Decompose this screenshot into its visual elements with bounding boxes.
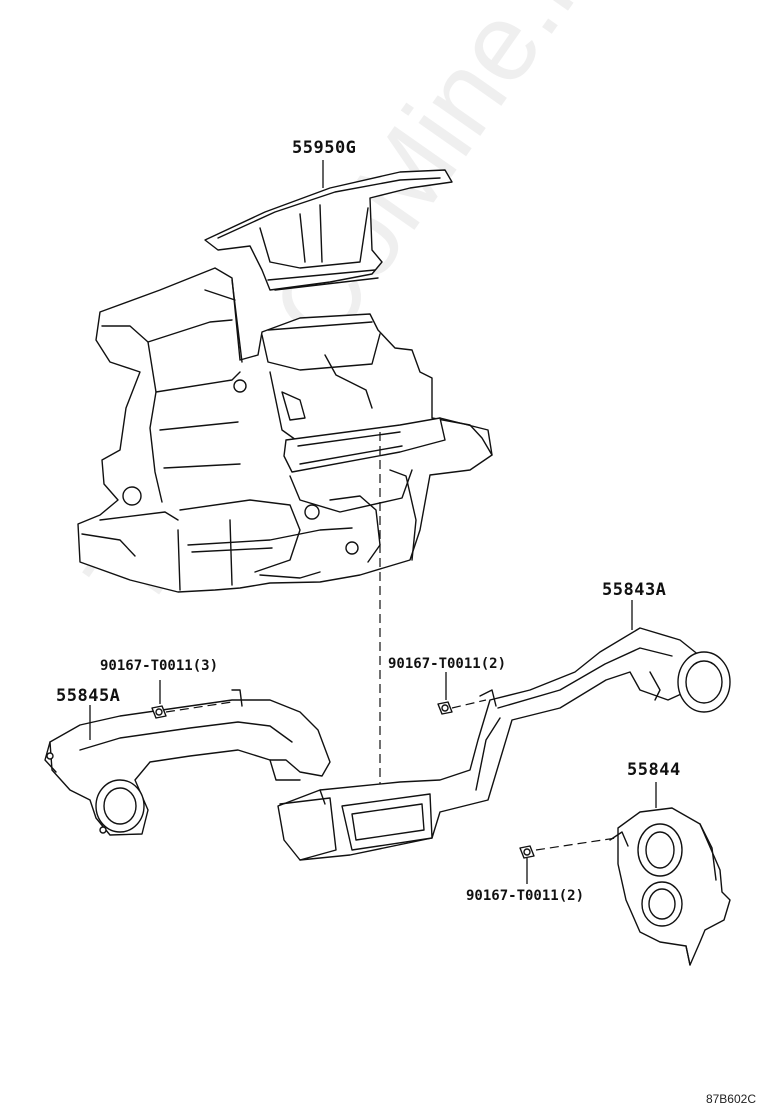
- bolt-center-drawing: [437, 701, 453, 715]
- bolt-lower-guide: [535, 837, 617, 851]
- label-bolt-center: 90167-T0011(2): [388, 656, 507, 672]
- heater-unit-drawing: [77, 267, 493, 593]
- bolt-left-drawing: [151, 705, 167, 719]
- rear-duct-left-drawing: [44, 689, 331, 836]
- bolt-center-guide: [451, 699, 487, 709]
- bolt-lower-drawing: [519, 845, 535, 859]
- label-duct-cover: 55844: [627, 760, 681, 780]
- bolt-left-guide: [165, 701, 233, 713]
- label-rear-duct-right: 55843A: [602, 580, 667, 600]
- label-bolt-lower: 90167-T0011(2): [466, 888, 585, 904]
- label-defroster-nozzle: 55950G: [292, 138, 357, 158]
- diagram-code: 87B602C: [705, 1092, 756, 1106]
- label-rear-duct-left: 55845A: [56, 686, 121, 706]
- rear-duct-right-drawing: [277, 627, 731, 861]
- defroster-nozzle-drawing: [204, 169, 453, 291]
- duct-cover-drawing: [609, 807, 731, 966]
- label-bolt-left: 90167-T0011(3): [100, 658, 219, 674]
